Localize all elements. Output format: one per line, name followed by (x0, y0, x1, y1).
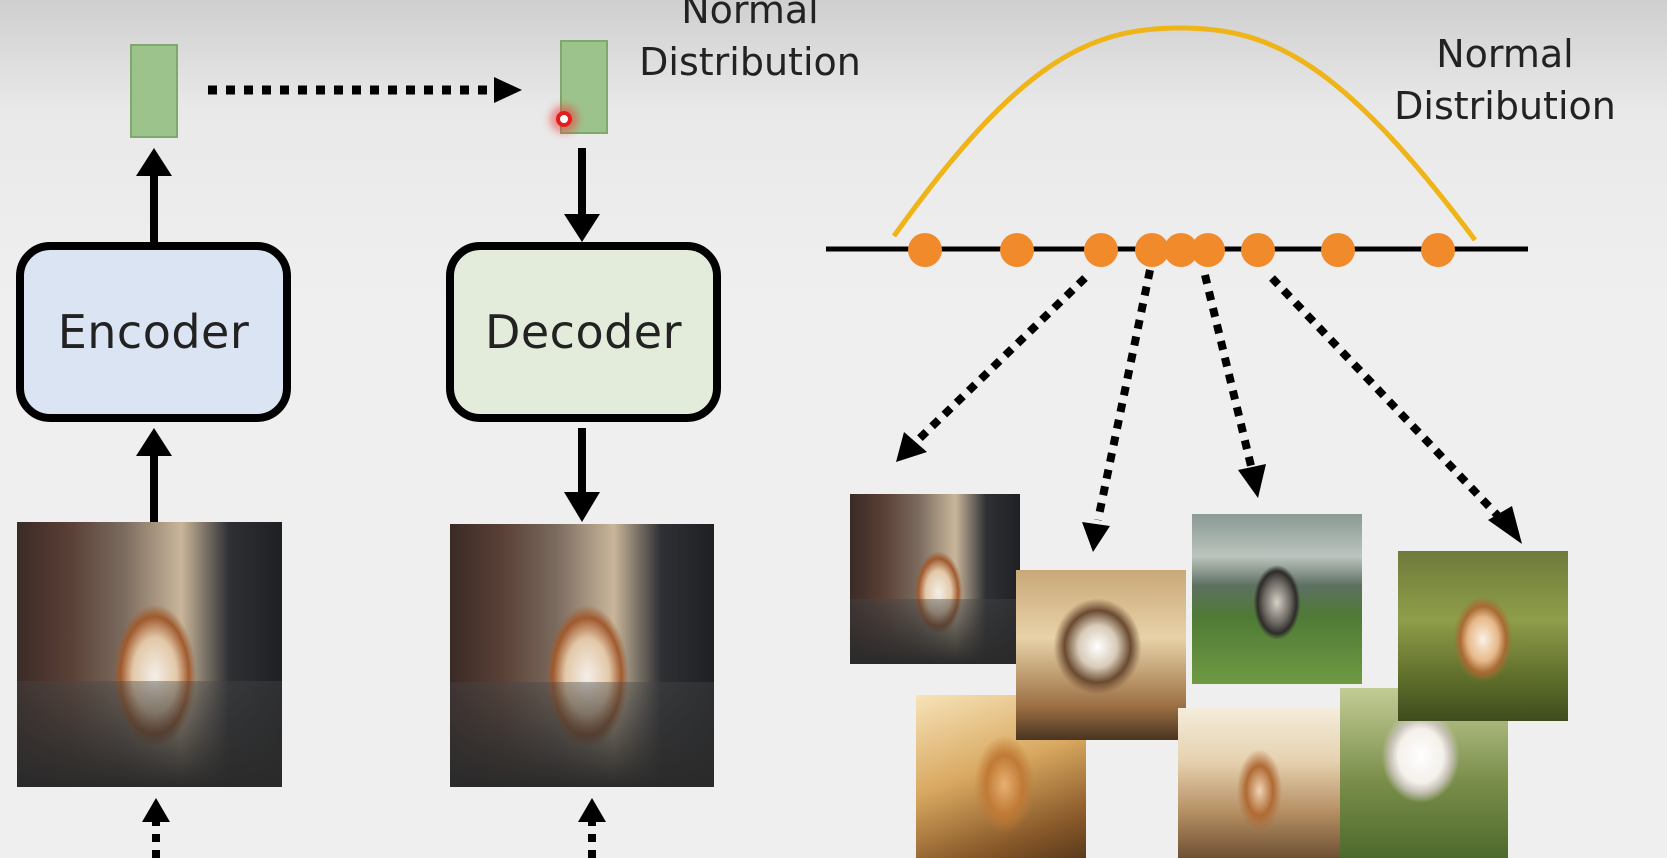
sample-point (1321, 233, 1355, 267)
sample-point (1421, 233, 1455, 267)
latent-vector-encoder (130, 44, 178, 138)
generated-dog-photo-2 (1016, 570, 1186, 740)
generated-dog-photo-1 (850, 494, 1020, 664)
sample-point (1084, 233, 1118, 267)
sample-arrow-4 (1269, 275, 1522, 544)
generated-dog-photo-4 (1398, 551, 1568, 721)
generated-dog-photo-6 (1178, 708, 1341, 858)
arrow-latent-dashed (208, 77, 522, 103)
sample-points (908, 233, 1455, 267)
encoder-label: Encoder (57, 305, 250, 359)
cursor-pointer-icon (556, 111, 572, 127)
sample-point (1191, 233, 1225, 267)
normal-distribution-right-line2: Distribution (1394, 84, 1616, 128)
road-shading (850, 599, 1020, 664)
sample-point (1164, 233, 1198, 267)
sample-point (1000, 233, 1034, 267)
sample-point (908, 233, 942, 267)
encoder-box: Encoder (16, 242, 291, 422)
decoder-label: Decoder (484, 305, 683, 359)
arrow-image-to-encoder (136, 428, 172, 522)
sample-arrow-2 (1082, 269, 1154, 552)
road-shading (17, 681, 282, 787)
normal-distribution-top-line2: Distribution (639, 40, 861, 84)
arrow-encoder-to-latent (136, 148, 172, 242)
arrow-decoder-to-image (564, 428, 600, 522)
generated-dog-photo-3 (1192, 514, 1362, 684)
normal-distribution-label-right: Normal Distribution (1380, 28, 1630, 132)
road-shading (450, 681, 714, 787)
sample-arrow-3 (1201, 274, 1266, 498)
reconstructed-dog-photo (450, 524, 714, 787)
normal-distribution-right-line1: Normal (1436, 32, 1574, 76)
normal-distribution-curve (891, 25, 1477, 242)
arrow-bottom-encoder-dashed (142, 798, 170, 858)
sample-arrow-1 (896, 275, 1088, 462)
arrow-bottom-decoder-dashed (578, 798, 606, 858)
decoder-box: Decoder (446, 242, 721, 422)
arrow-latent-to-decoder (564, 148, 600, 242)
normal-distribution-top-line1: Normal (681, 0, 819, 32)
sample-point (1241, 233, 1275, 267)
sample-point (1135, 233, 1169, 267)
normal-distribution-label-top: Normal Distribution (630, 0, 870, 88)
input-dog-photo (17, 522, 282, 787)
